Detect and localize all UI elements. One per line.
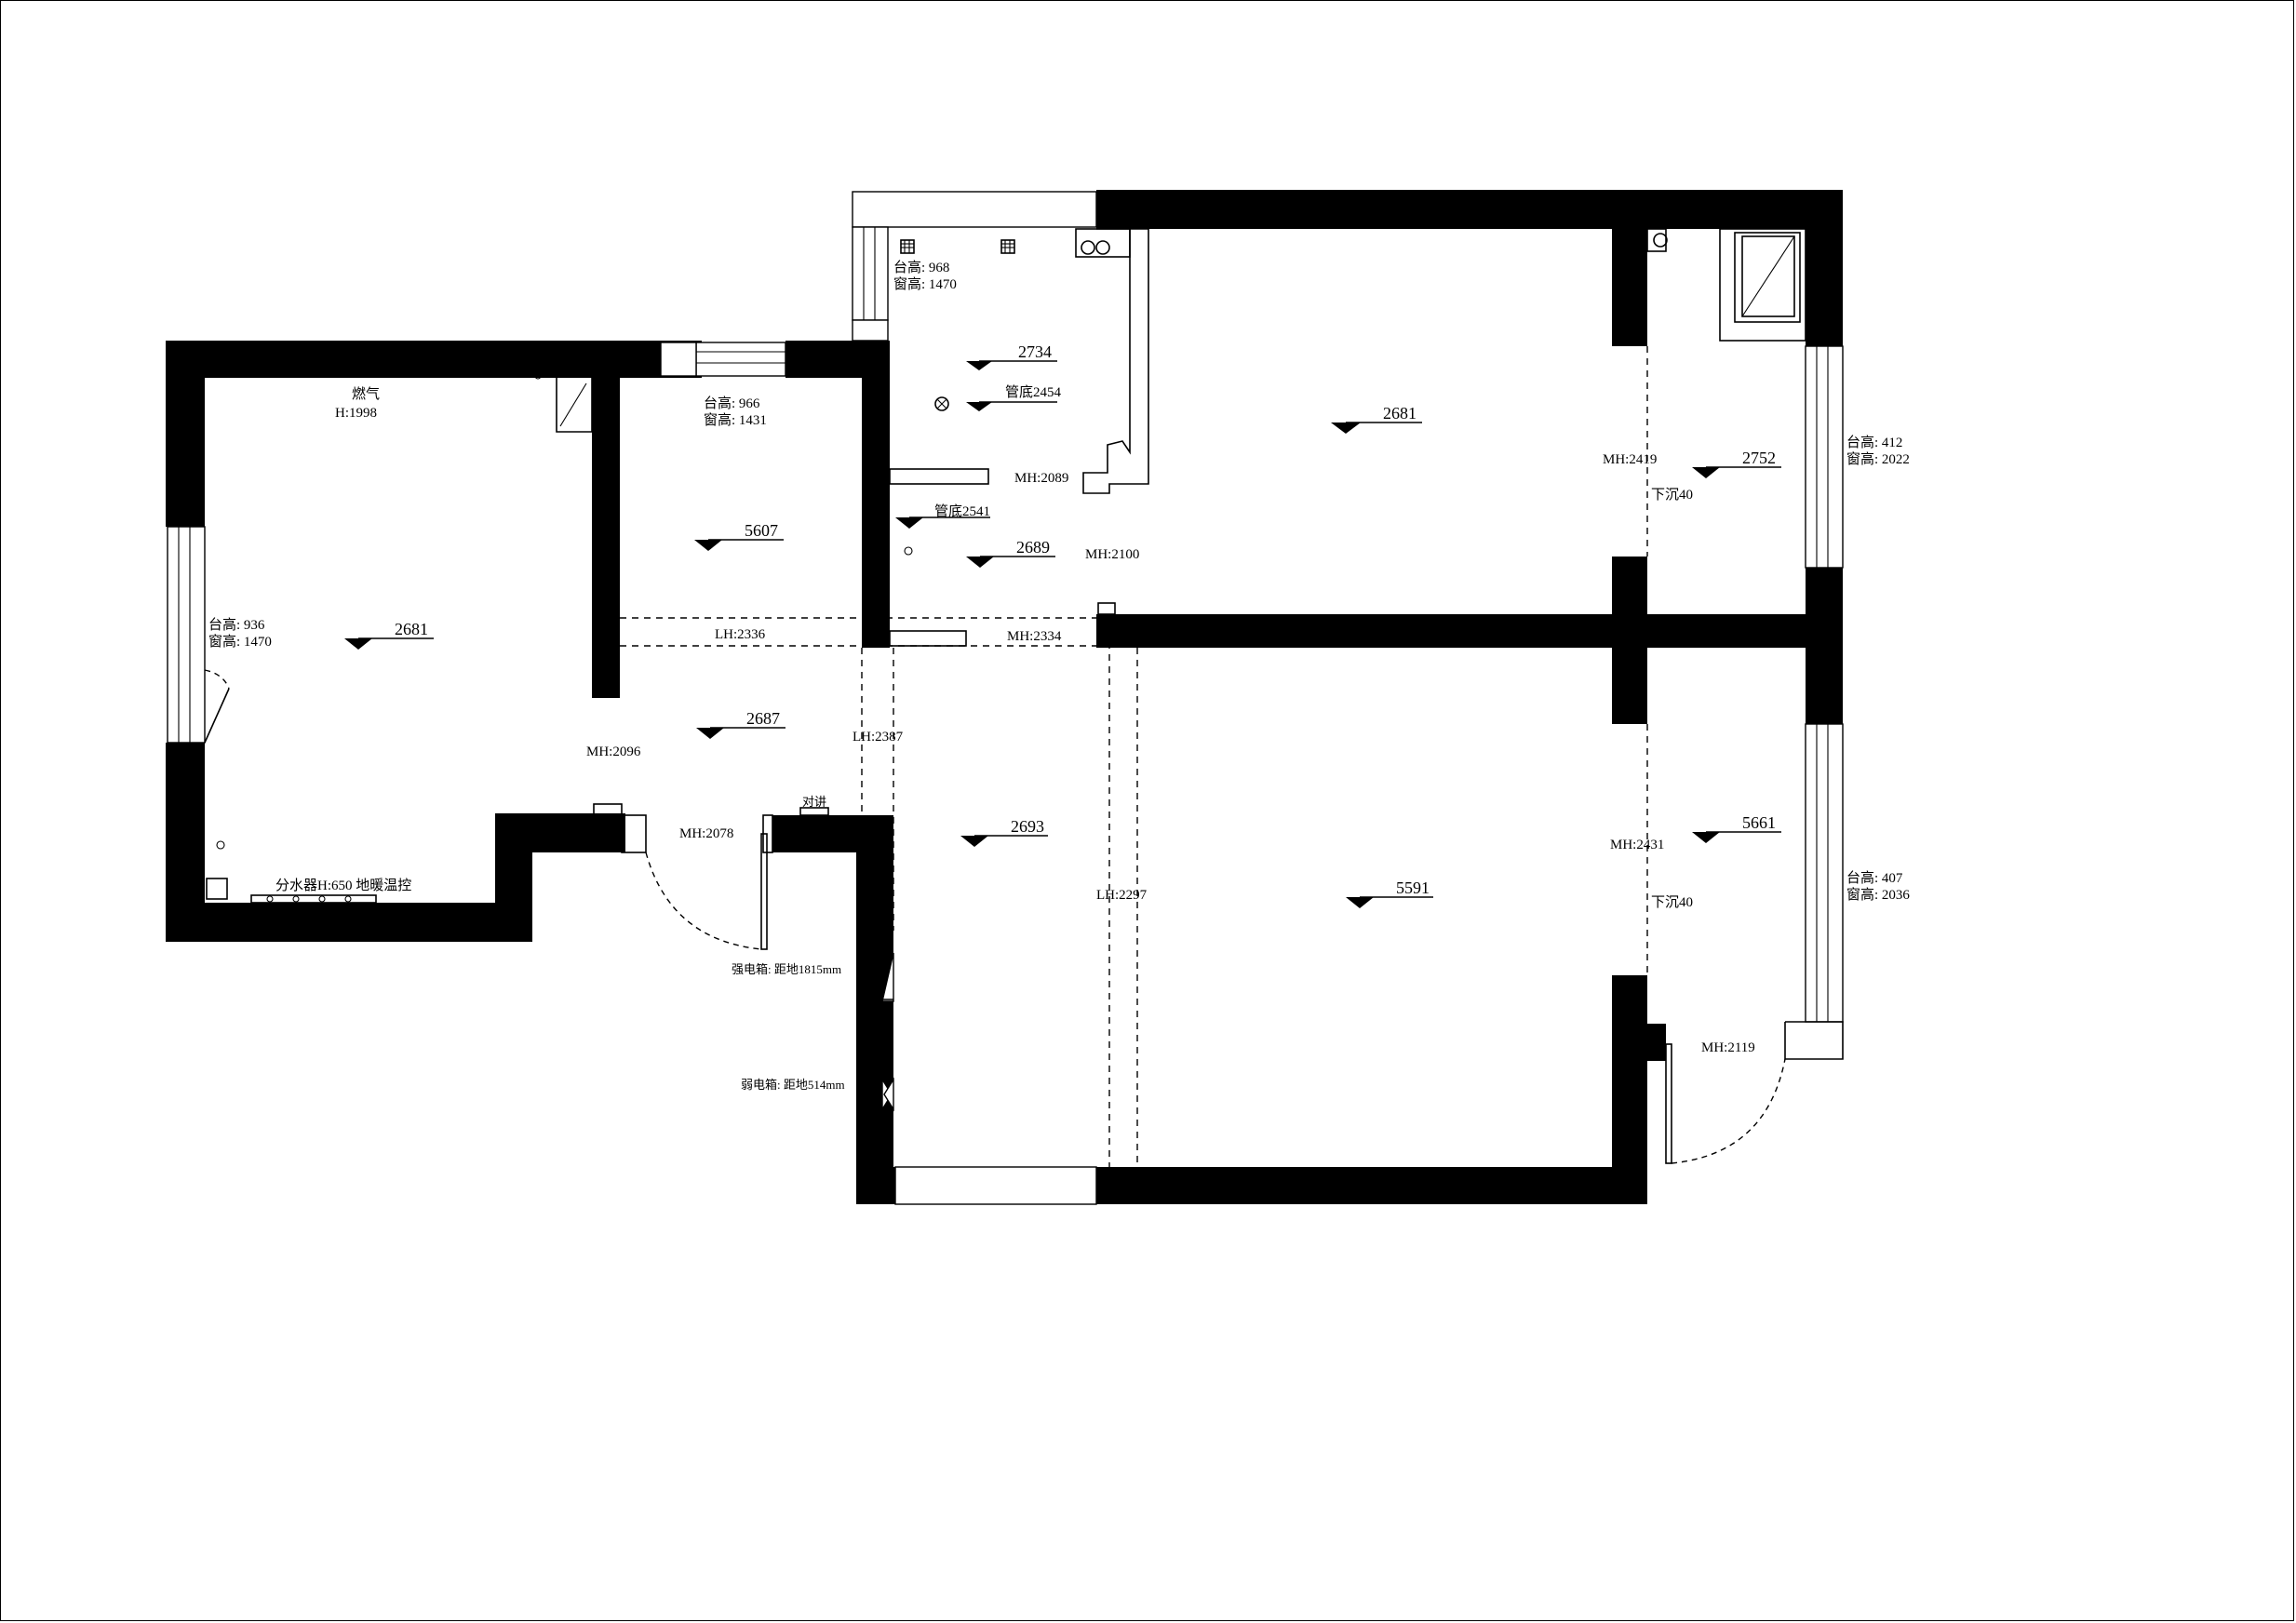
elevation-markers: 2734 2681 2752 5607 2689 2681 2687 26 bbox=[344, 342, 1781, 908]
wall-entry-right bbox=[772, 815, 893, 852]
window-bottom bbox=[894, 1166, 1097, 1205]
mh-2119: MH:2119 bbox=[1701, 1040, 1755, 1055]
mh-2419: MH:2419 bbox=[1603, 452, 1657, 467]
elevation-5607: 5607 bbox=[745, 521, 778, 540]
fixtures bbox=[206, 228, 1806, 1112]
entry-door-swing bbox=[645, 852, 762, 950]
pipe-2454-label: 管底2454 bbox=[1005, 384, 1062, 400]
window-mid-top bbox=[695, 342, 786, 377]
window-right-bottom bbox=[1805, 723, 1844, 1023]
pipe-2541-label: 管底2541 bbox=[934, 503, 990, 519]
wall-left-upper bbox=[166, 341, 205, 527]
wall-bathroom-lower bbox=[1612, 557, 1647, 616]
gas-label: 燃气 bbox=[352, 385, 380, 402]
window-living-left bbox=[167, 526, 206, 744]
lh-2387: LH:2387 bbox=[853, 730, 904, 744]
sunken-top-label: 下沉40 bbox=[1651, 487, 1693, 503]
manifold-label: 分水器H:650 地暖温控 bbox=[275, 878, 411, 893]
mh-2334: MH:2334 bbox=[1007, 629, 1062, 644]
elevation-2681-left: 2681 bbox=[395, 620, 428, 638]
doors bbox=[204, 669, 1786, 1164]
window-kitchen-top bbox=[852, 191, 1097, 228]
wall-partition-join bbox=[862, 610, 890, 648]
elevation-2752: 2752 bbox=[1742, 449, 1776, 467]
elevation-2689: 2689 bbox=[1016, 538, 1050, 557]
wall-top-mid bbox=[785, 341, 871, 378]
elevation-2687: 2687 bbox=[746, 709, 780, 728]
wall-bedroom-right bbox=[1612, 975, 1647, 1204]
intercom-label: 对讲 bbox=[802, 795, 826, 809]
lh-2336: LH:2336 bbox=[715, 627, 766, 642]
elevation-5661: 5661 bbox=[1742, 813, 1776, 832]
mh-2078: MH:2078 bbox=[679, 826, 733, 841]
window-right-top-sill: 台高: 412 bbox=[1846, 435, 1902, 450]
wall-bedroom-stub bbox=[1612, 1024, 1666, 1061]
window-mid-height: 窗高: 1431 bbox=[704, 411, 767, 428]
mh-2431: MH:2431 bbox=[1610, 838, 1664, 852]
wall-middle-horizontal bbox=[1096, 614, 1843, 648]
entry-door bbox=[760, 833, 768, 950]
mh-2089: MH:2089 bbox=[1014, 471, 1068, 486]
mh-2100: MH:2100 bbox=[1085, 547, 1139, 562]
wall-bottom-left bbox=[856, 852, 893, 1204]
window-kitchen-left bbox=[852, 226, 889, 321]
window-living-height: 窗高: 1470 bbox=[208, 633, 272, 650]
annotations: 燃气 H:1998 台高: 936 窗高: 1470 台高: 966 窗高: 1… bbox=[208, 260, 1910, 1092]
window-mid-sill: 台高: 966 bbox=[704, 396, 760, 411]
wall-bathroom-upper bbox=[1612, 227, 1647, 346]
wall-left-bottom bbox=[166, 903, 532, 942]
elevation-2734: 2734 bbox=[1018, 342, 1052, 361]
gas-height: H:1998 bbox=[335, 406, 377, 421]
wall-bedroom-upper bbox=[1612, 648, 1647, 724]
light-icon bbox=[934, 396, 949, 411]
strong-electric-box bbox=[881, 952, 894, 1002]
wall-right-lower-top bbox=[1806, 648, 1843, 724]
lh-2297: LH:2297 bbox=[1096, 888, 1148, 903]
window-living-sill: 台高: 936 bbox=[208, 617, 265, 633]
beam-lines bbox=[620, 346, 1648, 1167]
elevation-2693: 2693 bbox=[1011, 817, 1044, 836]
window-kitchen-sill: 台高: 968 bbox=[893, 260, 949, 275]
elevation-triangle bbox=[966, 361, 992, 370]
wall-bottom-right bbox=[1096, 1167, 1647, 1204]
elevation-2681-top: 2681 bbox=[1383, 404, 1417, 423]
shower-box bbox=[1719, 228, 1806, 342]
window-right-top-height: 窗高: 2022 bbox=[1846, 450, 1910, 467]
window-right-bottom-sill: 台高: 407 bbox=[1846, 870, 1903, 886]
vent-icon bbox=[900, 239, 915, 254]
walls bbox=[166, 190, 1843, 1204]
wall-left-top bbox=[166, 341, 702, 378]
elevation-triangle bbox=[1331, 423, 1361, 434]
windows bbox=[167, 191, 1844, 1205]
kitchen-counter bbox=[1082, 228, 1149, 494]
window-kitchen-height: 窗高: 1470 bbox=[893, 275, 957, 292]
window-right-bottom-height: 窗高: 2036 bbox=[1846, 886, 1910, 903]
intercom-box bbox=[799, 807, 829, 816]
wall-step-horizontal bbox=[495, 813, 625, 852]
weak-box-label: 弱电箱: 距地514mm bbox=[741, 1078, 845, 1092]
manifold bbox=[250, 894, 377, 904]
wall-partition-center bbox=[862, 341, 890, 648]
bedroom-door bbox=[1665, 1043, 1672, 1164]
wall-partition-left bbox=[592, 378, 620, 698]
wall-top-right bbox=[1096, 190, 1843, 229]
sunken-bottom-label: 下沉40 bbox=[1651, 894, 1693, 910]
mh-2096: MH:2096 bbox=[586, 744, 641, 759]
elevation-5591: 5591 bbox=[1396, 879, 1430, 897]
strong-box-label: 强电箱: 距地1815mm bbox=[732, 962, 841, 976]
window-right-top bbox=[1805, 345, 1844, 569]
bedroom-door-swing bbox=[1671, 1058, 1786, 1164]
vent-icon bbox=[1000, 239, 1015, 254]
wall-right-upper bbox=[1806, 190, 1843, 346]
